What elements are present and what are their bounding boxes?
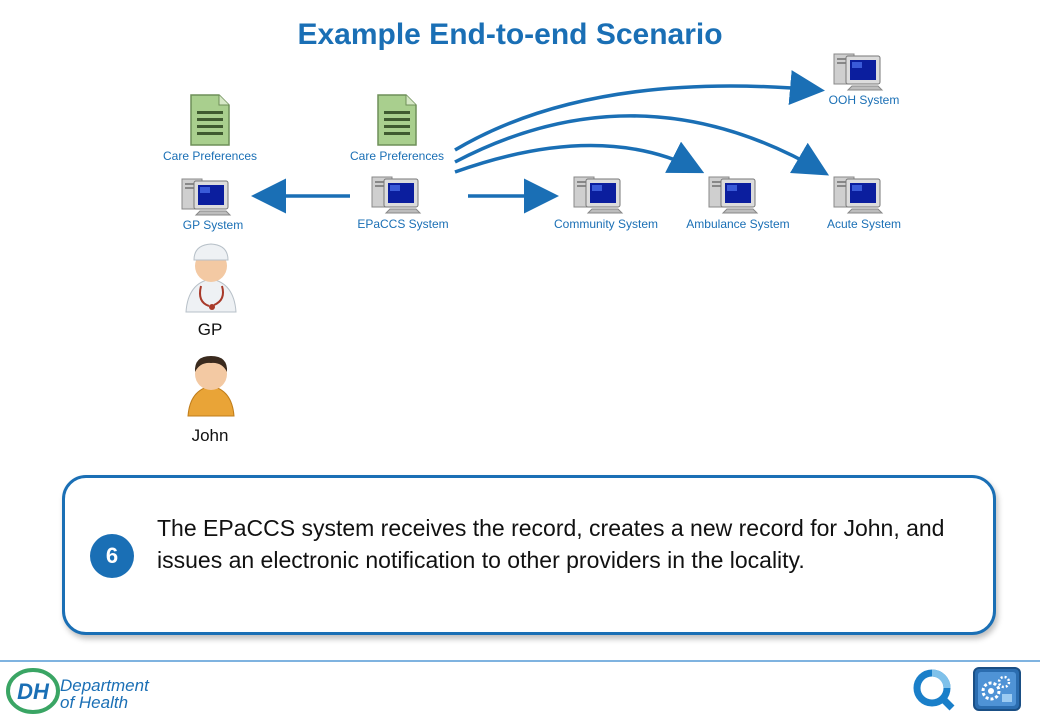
department-line-1: Department [60, 676, 149, 695]
ooh-system-label: OOH System [828, 93, 900, 107]
dh-logo: DH [6, 668, 60, 714]
gp-person-icon [185, 243, 237, 313]
acute-system-label: Acute System [826, 217, 902, 231]
john-person-label: John [191, 426, 229, 445]
john-person-icon [187, 356, 235, 417]
step-description: The EPaCCS system receives the record, c… [157, 515, 945, 573]
step-number-badge: 6 [90, 534, 134, 578]
step-callout: 6 The EPaCCS system receives the record,… [62, 475, 996, 635]
q-logo-icon [913, 669, 955, 711]
community-system-computer-icon [573, 176, 623, 214]
arrow-to-ambulance [454, 141, 705, 174]
dh-logo-mark: DH [17, 679, 50, 704]
epaccs-system-label: EPaCCS System [357, 217, 449, 231]
arrow-to-ooh [454, 70, 825, 152]
epaccs-document-icon [377, 94, 417, 146]
community-system-label: Community System [553, 217, 659, 231]
gp-system-label: GP System [182, 218, 244, 232]
gp-system-computer-icon [181, 178, 231, 216]
page-title: Example End-to-end Scenario [297, 18, 723, 51]
epaccs-document-label: Care Preferences [349, 149, 445, 163]
arrow-to-acute [454, 114, 830, 176]
ambulance-system-computer-icon [708, 176, 758, 214]
department-name: Department of Health [60, 677, 149, 711]
acute-system-computer-icon [833, 176, 883, 214]
gp-document-label: Care Preferences [162, 149, 258, 163]
ooh-system-computer-icon [833, 53, 883, 91]
gp-person-label: GP [197, 320, 223, 339]
gears-tool-icon [973, 667, 1021, 711]
ambulance-system-label: Ambulance System [686, 217, 790, 231]
epaccs-system-computer-icon [371, 176, 421, 214]
footer-divider [0, 660, 1040, 662]
scenario-diagram [181, 53, 883, 417]
department-line-2: of Health [60, 693, 129, 712]
gp-document-icon [190, 94, 230, 146]
